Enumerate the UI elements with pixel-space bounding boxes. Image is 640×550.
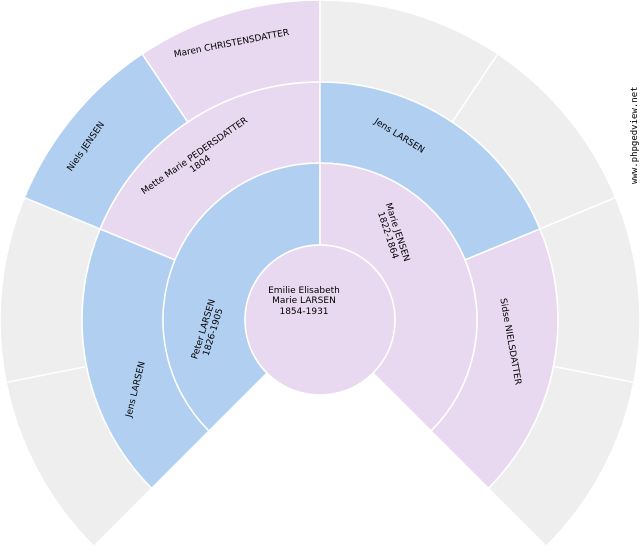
root-name-line1[interactable]: Emilie Elisabeth bbox=[268, 286, 340, 296]
watermark-link[interactable]: www.phpgedview.net bbox=[630, 86, 640, 184]
root-person-circle[interactable] bbox=[244, 244, 396, 396]
root-dates: 1854-1931 bbox=[279, 307, 328, 317]
root-name-line2[interactable]: Marie LARSEN bbox=[272, 296, 336, 306]
